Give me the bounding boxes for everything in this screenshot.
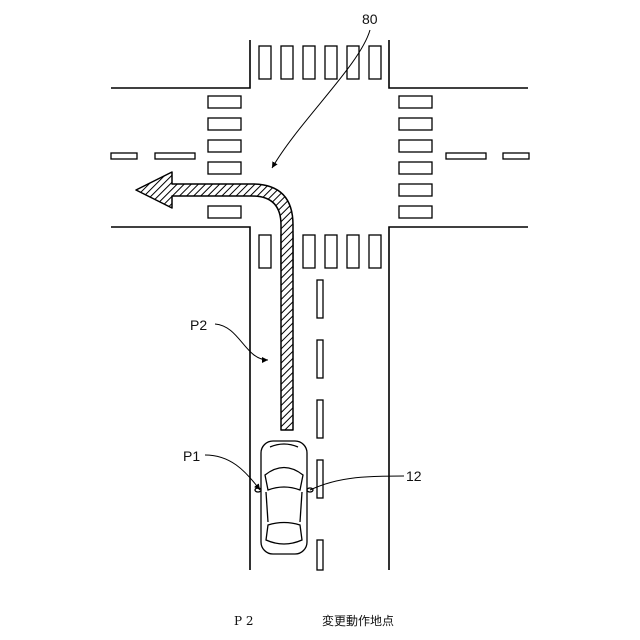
leader-p2 — [215, 324, 268, 360]
road-edge-bottom-left — [111, 227, 250, 570]
caption-key: P 2 — [234, 614, 254, 628]
label-80: 80 — [362, 11, 378, 27]
crosswalk-east — [399, 96, 432, 218]
label-12: 12 — [406, 468, 422, 484]
leader-p1 — [205, 455, 260, 490]
label-p2: P2 — [190, 317, 207, 333]
road-edge-top-right — [389, 40, 528, 88]
road-edge-bottom-right — [389, 227, 528, 570]
crosswalk-south — [259, 235, 381, 268]
lane-dashes-horizontal — [111, 153, 529, 159]
lane-dashes-vertical — [317, 280, 323, 570]
crosswalk-west — [208, 96, 241, 218]
vehicle — [255, 441, 313, 554]
label-p1: P1 — [183, 448, 200, 464]
leader-12 — [310, 476, 404, 490]
crosswalk-north — [259, 46, 381, 79]
caption-text: 変更動作地点 — [322, 613, 394, 628]
road-edge-top-left — [111, 40, 250, 88]
